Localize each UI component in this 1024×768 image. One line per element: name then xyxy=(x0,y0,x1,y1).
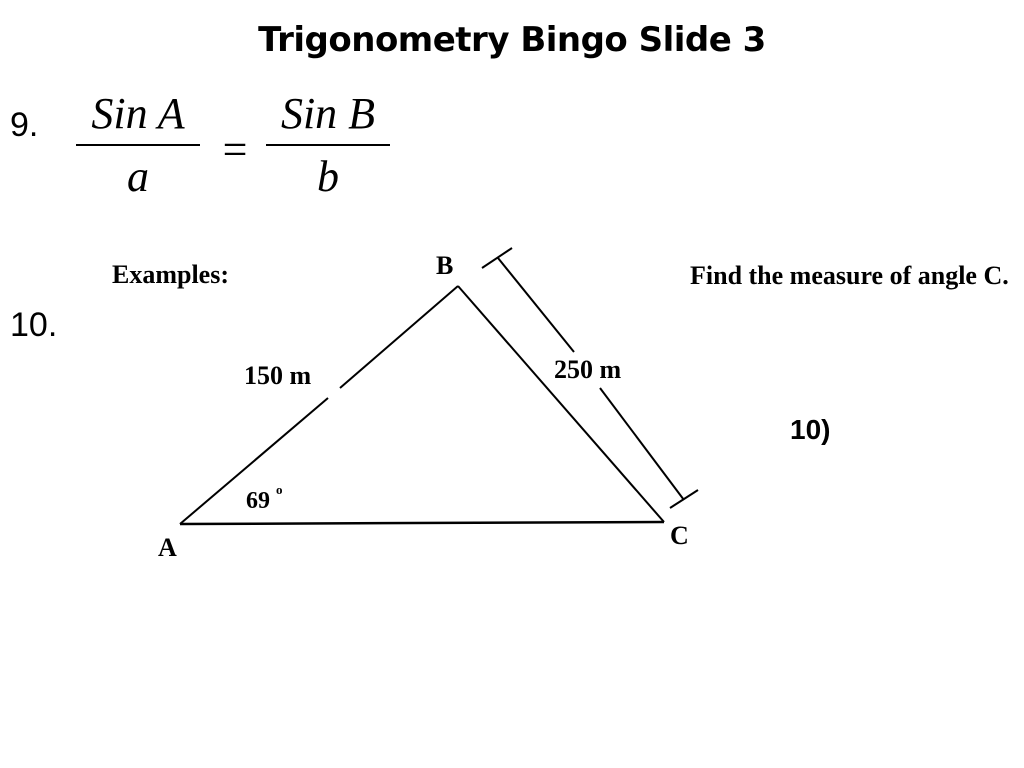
answer-label: 10) xyxy=(790,414,831,445)
vertex-a-label: A xyxy=(158,533,177,562)
left-fraction: Sin A a xyxy=(76,88,200,202)
side-ab-length: 150 m xyxy=(244,361,312,390)
equals-sign: = xyxy=(222,125,248,174)
side-ac xyxy=(179,520,665,526)
left-numerator: Sin A xyxy=(91,89,185,138)
examples-label: Examples: xyxy=(112,260,229,289)
vertex-c-label: C xyxy=(670,521,689,550)
law-of-sines-formula: Sin A a = Sin B b xyxy=(70,88,400,218)
right-numerator: Sin B xyxy=(280,89,376,138)
instruction-text: Find the measure of angle C. xyxy=(690,261,1009,290)
vertex-b-label: B xyxy=(436,251,453,280)
left-denominator: a xyxy=(127,152,149,201)
dimension-line-upper xyxy=(497,257,575,353)
right-denominator: b xyxy=(317,152,339,201)
angle-a-value: 69 xyxy=(246,488,270,514)
side-bc xyxy=(457,285,665,523)
dimension-tick-bottom xyxy=(669,489,699,509)
side-ab-upper xyxy=(339,285,459,389)
left-fraction-bar xyxy=(76,144,200,146)
side-ab-lower xyxy=(179,397,329,525)
question-10-number: 10. xyxy=(10,306,58,344)
side-bc-length: 250 m xyxy=(554,355,622,384)
dimension-tick-top xyxy=(481,247,513,269)
right-fraction: Sin B b xyxy=(266,88,390,202)
question-9-number: 9. xyxy=(10,106,39,144)
right-fraction-bar xyxy=(266,144,390,146)
angle-a-degree: o xyxy=(276,482,283,497)
slide-title: Trigonometry Bingo Slide 3 xyxy=(258,20,766,60)
dimension-line-lower xyxy=(599,387,685,501)
